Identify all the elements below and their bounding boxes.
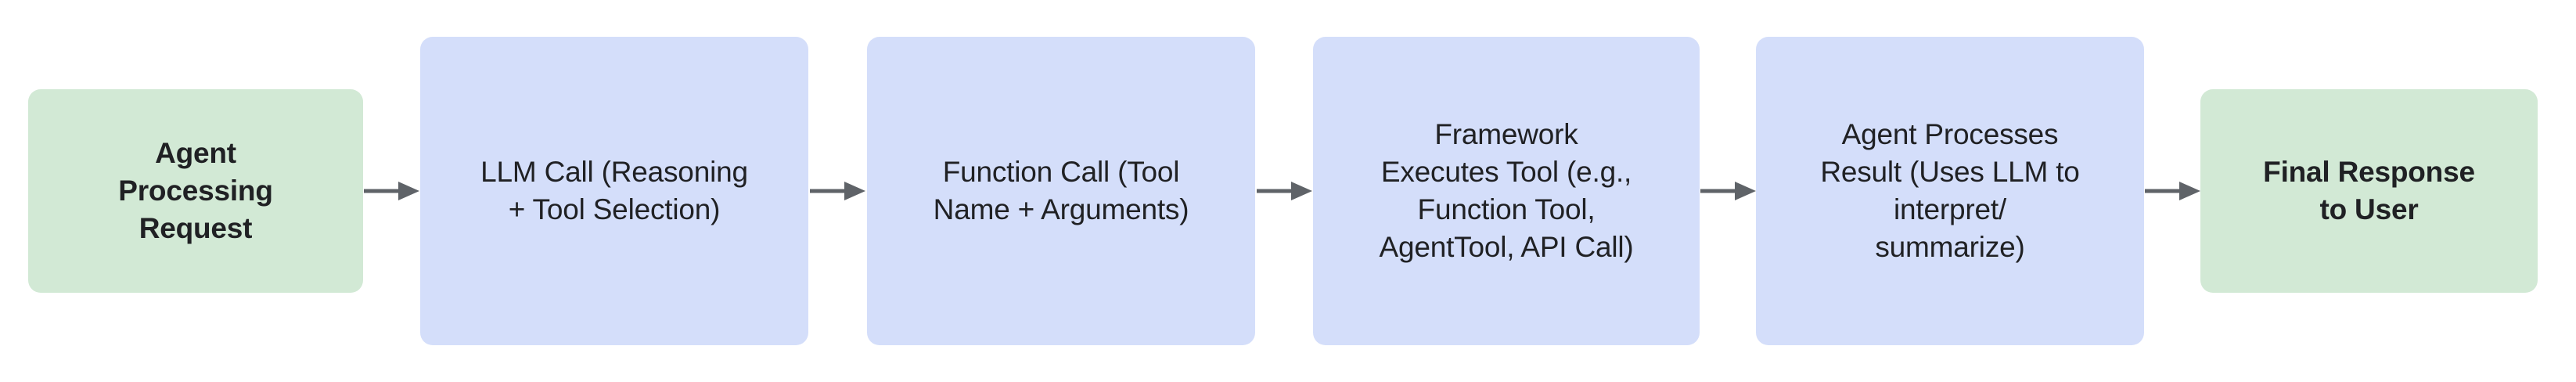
arrow-right-icon [810, 182, 865, 200]
flow-node-label: Framework Executes Tool (e.g., Function … [1379, 117, 1634, 264]
arrow-right-icon [2144, 182, 2200, 200]
flow-node-llm-call[interactable]: LLM Call (Reasoning + Tool Selection) [420, 37, 808, 345]
flow-node-label: Final Response to User [2263, 155, 2475, 225]
flow-arrow-function-call-to-framework-executes-tool [1255, 37, 1313, 345]
flow-node-agent-processing-request[interactable]: Agent Processing Request [28, 89, 363, 293]
flow-node-label: Function Call (Tool Name + Arguments) [933, 155, 1189, 225]
flow-node-label: Agent Processing Request [118, 136, 273, 245]
flow-arrow-agent-processes-result-to-final-response [2144, 37, 2200, 345]
flow-arrow-llm-call-to-function-call [808, 37, 867, 345]
flow-node-framework-executes-tool[interactable]: Framework Executes Tool (e.g., Function … [1313, 37, 1700, 345]
left-margin-spacer [0, 187, 28, 195]
arrow-right-icon [364, 182, 419, 200]
flow-node-final-response-to-user[interactable]: Final Response to User [2200, 89, 2538, 293]
flow-arrow-framework-executes-tool-to-agent-processes-result [1700, 37, 1756, 345]
flow-node-function-call[interactable]: Function Call (Tool Name + Arguments) [867, 37, 1255, 345]
flow-node-label: Agent Processes Result (Uses LLM to inte… [1820, 117, 2080, 264]
flow-arrow-start-to-llm-call [363, 37, 420, 345]
flow-node-label: LLM Call (Reasoning + Tool Selection) [480, 155, 748, 225]
arrow-right-icon [1256, 182, 1312, 200]
flow-node-agent-processes-result[interactable]: Agent Processes Result (Uses LLM to inte… [1756, 37, 2144, 345]
arrow-right-icon [1700, 182, 1756, 200]
